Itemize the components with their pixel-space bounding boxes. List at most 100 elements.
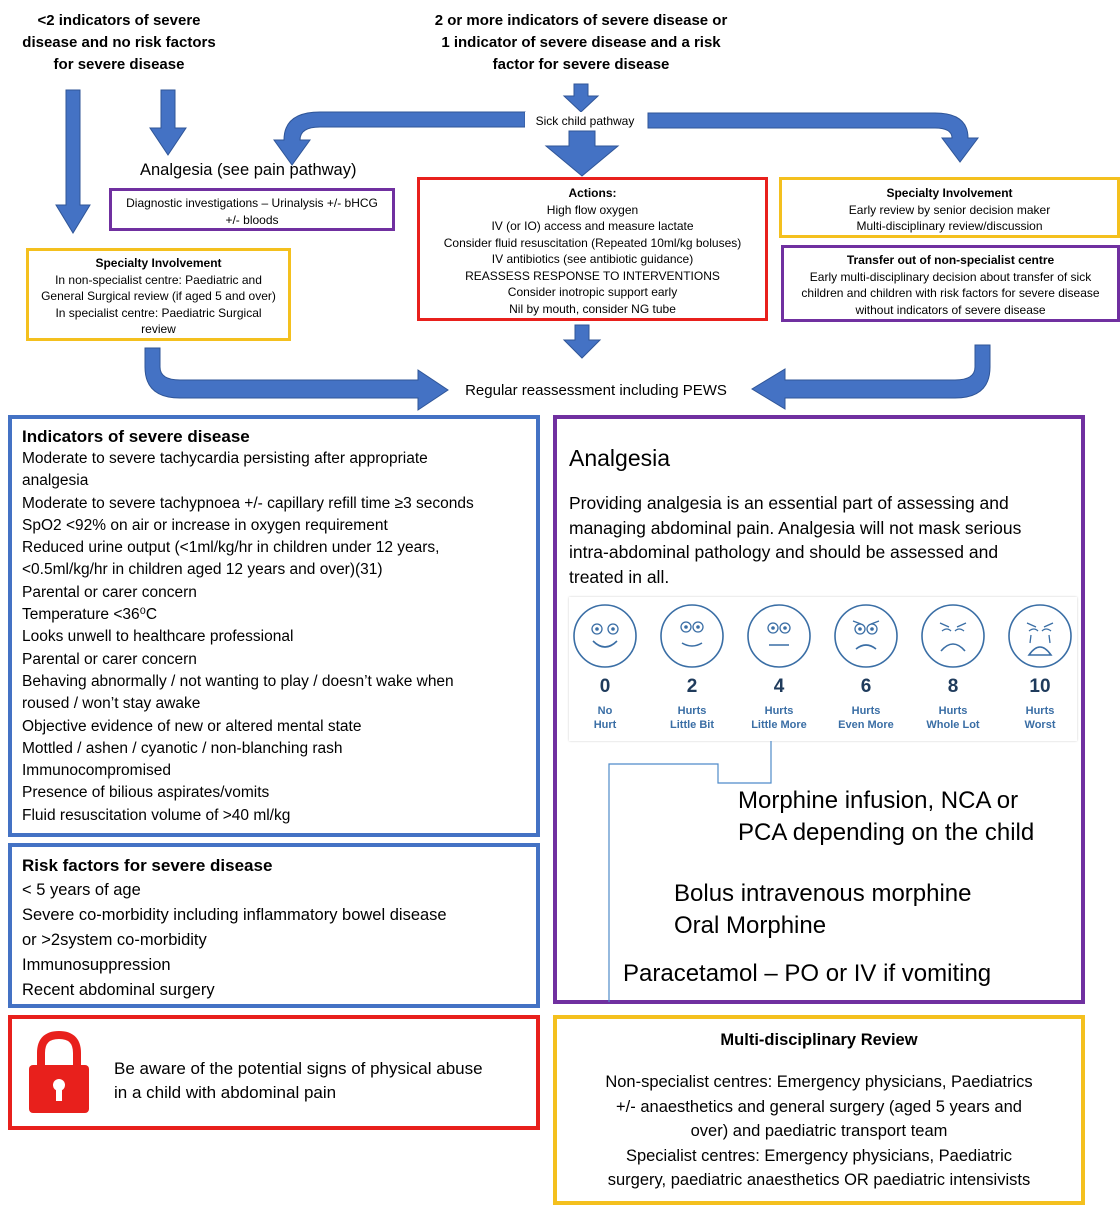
- risk-factor-item: Recent abdominal surgery: [22, 981, 215, 999]
- analgesic-ladder-steps: [608, 741, 772, 1002]
- pain-face-6: 6 Hurts Even More: [825, 601, 907, 732]
- indicator-item: Looks unwell to healthcare professional: [22, 628, 294, 646]
- pain-score: 2: [686, 676, 698, 697]
- indicator-item: Objective evidence of new or altered men…: [22, 717, 362, 735]
- pain-score: 4: [773, 676, 785, 697]
- risk-factors-title: Risk factors for severe disease: [22, 856, 273, 875]
- indicator-item: analgesia: [22, 472, 89, 490]
- sick-child-pathway-label: Sick child pathway: [525, 112, 645, 130]
- right-specialty-line: Early review by senior decision maker: [848, 202, 1051, 217]
- action-item: Consider inotropic support early: [507, 285, 678, 299]
- indicator-item: Parental or carer concern: [22, 650, 197, 668]
- low-severity-header: <2 indicators of severe disease and no r…: [5, 10, 233, 76]
- indicators-box: Indicators of severe disease Moderate to…: [8, 415, 540, 837]
- header-line: disease and no risk factors: [22, 34, 216, 51]
- transfer-line: children and children with risk factors …: [801, 286, 1100, 300]
- transfer-box: Transfer out of non-specialist centre Ea…: [781, 245, 1120, 322]
- hurts-little-bit-face-icon: [660, 604, 724, 668]
- mdr-line: Non-specialist centres: Emergency physic…: [605, 1073, 1033, 1091]
- arrow-curve-left: [273, 111, 526, 166]
- analgesia-title: Analgesia: [569, 445, 671, 471]
- header-line: for severe disease: [53, 56, 185, 73]
- arrow-down-analgesia: [149, 89, 187, 156]
- diagnostic-investigations-box: Diagnostic investigations – Urinalysis +…: [109, 188, 395, 231]
- arrow-down-actions: [544, 130, 620, 177]
- ladder-step-2-line: Oral Morphine: [674, 912, 827, 939]
- transfer-line: without indicators of severe disease: [855, 302, 1046, 317]
- indicator-item: Parental or carer concern: [22, 583, 197, 601]
- indicators-title: Indicators of severe disease: [22, 427, 250, 446]
- indicator-item: SpO2 <92% on air or increase in oxygen r…: [22, 516, 388, 534]
- pain-face-4: 4 Hurts Little More: [738, 601, 820, 732]
- no-hurt-face-icon: [573, 604, 637, 668]
- pain-label: Whole Lot: [926, 719, 980, 731]
- pain-label: Hurts: [677, 705, 707, 717]
- action-item: REASSESS RESPONSE TO INTERVENTIONS: [465, 268, 720, 283]
- pain-face-0: 0 No Hurt: [564, 601, 646, 732]
- analgesia-pathway-label: Analgesia (see pain pathway): [140, 161, 357, 179]
- hurts-even-more-face-icon: [834, 604, 898, 668]
- risk-factor-item: Severe co-morbidity including inflammato…: [22, 906, 447, 924]
- arrow-curve-bottom-right: [751, 344, 991, 410]
- pain-score: 6: [860, 676, 872, 697]
- transfer-title: Transfer out of non-specialist centre: [846, 253, 1055, 267]
- ladder-step-3-line: PCA depending on the child: [738, 819, 1035, 846]
- indicator-item: Presence of bilious aspirates/vomits: [22, 784, 270, 802]
- arrow-curve-bottom-left: [144, 347, 449, 411]
- left-specialty-line: In non-specialist centre: Paediatric and: [55, 272, 262, 287]
- pain-label: Hurt: [593, 719, 617, 731]
- left-specialty-line: In specialist centre: Paediatric Surgica…: [55, 305, 262, 320]
- risk-factor-item: Immunosuppression: [22, 956, 171, 974]
- pain-label: Hurts: [938, 705, 968, 717]
- padlock-icon: [29, 1031, 89, 1113]
- left-specialty-line: General Surgical review (if aged 5 and o…: [41, 289, 276, 303]
- hurts-little-more-face-icon: [747, 604, 811, 668]
- indicator-item: Immunocompromised: [22, 762, 172, 780]
- header-line: 1 indicator of severe disease and a risk: [441, 34, 721, 51]
- abuse-warning-line: Be aware of the potential signs of physi…: [114, 1059, 483, 1078]
- mdr-title: Multi-disciplinary Review: [720, 1031, 918, 1049]
- abuse-warning-box: Be aware of the potential signs of physi…: [8, 1015, 540, 1130]
- pain-label: Worst: [1024, 719, 1056, 731]
- regular-reassessment-label: Regular reassessment including PEWS: [465, 382, 727, 399]
- indicator-item: Moderate to severe tachypnoea +/- capill…: [22, 494, 474, 512]
- indicator-item: Mottled / ashen / cyanotic / non-blanchi…: [22, 739, 343, 757]
- mdr-line: Specialist centres: Emergency physicians…: [625, 1146, 1013, 1165]
- ladder-step-2-line: Bolus intravenous morphine: [674, 880, 972, 907]
- analgesia-paragraph-line: Providing analgesia is an essential part…: [569, 493, 1009, 513]
- high-severity-header: 2 or more indicators of severe disease o…: [380, 10, 782, 76]
- pain-label: No: [597, 705, 613, 717]
- indicator-item: Reduced urine output (<1ml/kg/hr in chil…: [22, 539, 440, 557]
- pain-label: Hurts: [1025, 705, 1055, 717]
- header-line: <2 indicators of severe: [37, 12, 201, 29]
- mdr-line: over) and paediatric transport team: [690, 1122, 948, 1140]
- hurts-worst-face-icon: [1008, 604, 1072, 668]
- arrow-down-left: [55, 89, 91, 234]
- hurts-whole-lot-face-icon: [921, 604, 985, 668]
- indicator-item: Moderate to severe tachycardia persistin…: [22, 450, 428, 467]
- indicator-item: <0.5ml/kg/hr in children aged 12 years a…: [22, 561, 383, 579]
- analgesia-paragraph-line: treated in all.: [569, 566, 670, 587]
- pain-label: Little Bit: [670, 719, 714, 731]
- right-specialty-title: Specialty Involvement: [886, 186, 1013, 200]
- analgesia-paragraph-line: intra-abdominal pathology and should be …: [569, 542, 999, 562]
- ladder-step-3: Morphine infusion, NCA or PCA depending …: [738, 785, 1034, 849]
- action-item: Consider fluid resuscitation (Repeated 1…: [443, 235, 742, 250]
- action-item: IV (or IO) access and measure lactate: [491, 219, 694, 233]
- diagnostic-line: +/- bloods: [225, 212, 279, 227]
- ladder-step-2: Bolus intravenous morphine Oral Morphine: [674, 878, 972, 942]
- action-item: High flow oxygen: [546, 202, 639, 217]
- left-specialty-title: Specialty Involvement: [95, 256, 222, 270]
- indicator-item: Behaving abnormally / not wanting to pla…: [22, 672, 454, 690]
- pain-score: 8: [947, 676, 959, 697]
- analgesia-panel: Analgesia Providing analgesia is an esse…: [553, 415, 1085, 1004]
- right-specialty-box: Specialty Involvement Early review by se…: [779, 177, 1120, 238]
- mdr-line: +/- anaesthetics and general surgery (ag…: [616, 1097, 1022, 1116]
- indicator-item: roused / won’t stay awake: [22, 695, 201, 713]
- pain-label: Little More: [751, 719, 807, 731]
- pain-score: 0: [599, 676, 611, 697]
- mdr-line: surgery, paediatric anaesthetics OR paed…: [607, 1171, 1031, 1189]
- arrow-down-center-small: [562, 83, 600, 113]
- analgesia-paragraph-line: managing abdominal pain. Analgesia will …: [569, 517, 1022, 538]
